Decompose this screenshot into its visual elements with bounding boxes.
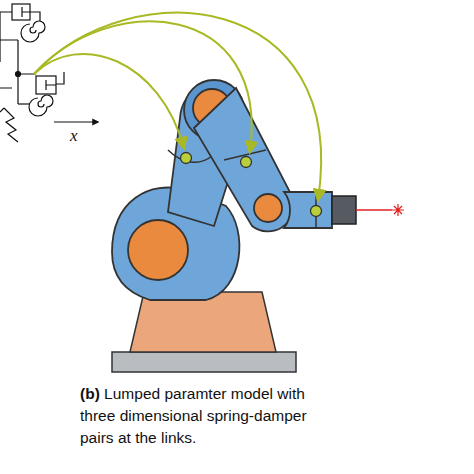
leader-arrow xyxy=(34,13,321,200)
end-effector xyxy=(332,196,356,224)
figure-caption: (b) Lumped paramter model with three dim… xyxy=(80,383,342,449)
base-plate xyxy=(112,352,296,372)
wire-line xyxy=(0,74,18,104)
leader-arrow xyxy=(34,54,184,148)
damper-rod xyxy=(46,72,64,90)
laser-beam xyxy=(356,209,392,211)
wire-line xyxy=(18,103,30,104)
damper-rod xyxy=(0,7,30,40)
shoulder-joint xyxy=(128,220,188,280)
panel-letter: (b) xyxy=(80,385,100,402)
spring-location-dot xyxy=(241,157,252,168)
wire-line xyxy=(18,40,36,74)
axis-arrow xyxy=(54,121,98,122)
spring-damper-schematic xyxy=(0,4,98,142)
laser-star xyxy=(392,204,404,216)
leader-arrows xyxy=(34,13,321,200)
base-pedestal xyxy=(130,292,276,352)
linear-spring-symbol xyxy=(0,108,18,142)
frame-line xyxy=(0,12,12,62)
wrist-joint xyxy=(254,194,282,222)
axis-label: x xyxy=(70,126,78,146)
spring-location-dot xyxy=(311,206,322,217)
torsion-spring-symbol xyxy=(21,21,45,42)
laser-spot xyxy=(392,204,404,216)
wrist-link xyxy=(284,192,332,228)
torsion-spring-symbol xyxy=(29,95,53,116)
wire-line xyxy=(30,12,40,21)
caption-text: Lumped paramter model with three dimensi… xyxy=(80,385,307,446)
forearm-link xyxy=(194,88,293,231)
leader-arrow xyxy=(34,21,252,152)
spring-location-dot xyxy=(181,153,192,164)
